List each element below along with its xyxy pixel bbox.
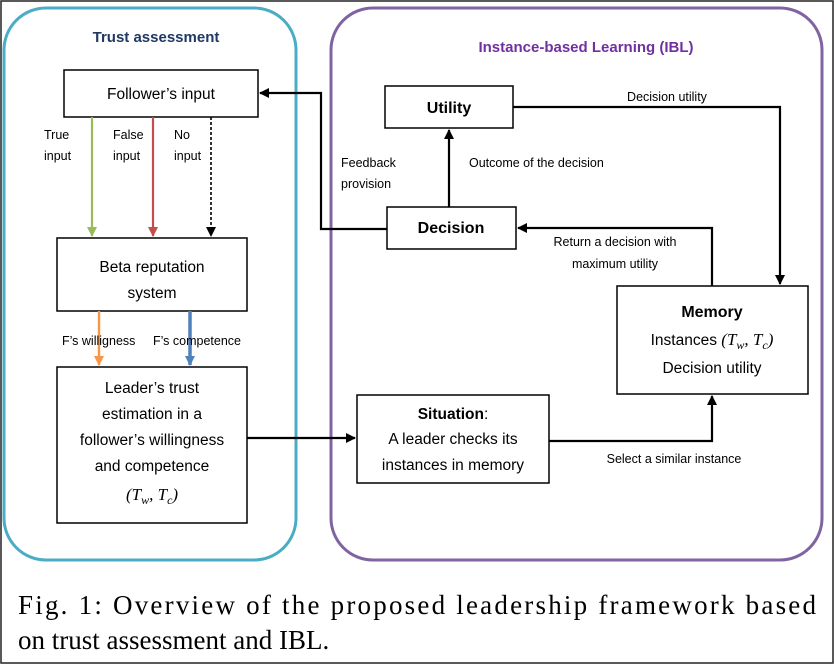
- trust-panel: [2, 6, 298, 562]
- decision-label: Decision: [418, 220, 485, 237]
- situation-box: [356, 394, 550, 484]
- memory-decision-utility: Decision utility: [662, 360, 761, 377]
- leader-trust-line-4: and competence: [95, 458, 210, 475]
- situation-line-2: instances in memory: [382, 457, 524, 474]
- decision-box: [386, 206, 517, 250]
- ibl-panel: [329, 6, 824, 562]
- leader-trust-line-3: follower’s willingness: [80, 432, 224, 449]
- competence-label: F’s competence: [153, 334, 241, 348]
- memory-instances: Instances (Tw, Tc): [651, 330, 774, 352]
- figure-caption-line-2: on trust assessment and IBL.: [18, 625, 329, 655]
- trust-panel-title: Trust assessment: [93, 29, 220, 46]
- leader-trust-line-1: Leader’s trust: [105, 380, 200, 397]
- decision-utility-arrow: [513, 105, 785, 285]
- select-instance-label: Select a similar instance: [607, 452, 742, 466]
- decision-utility-label: Decision utility: [627, 90, 708, 104]
- ibl-panel-title: Instance-based Learning (IBL): [478, 39, 693, 56]
- true-input-label-2: input: [44, 149, 72, 163]
- memory-box: [616, 285, 809, 395]
- no-input-label: No: [174, 128, 190, 142]
- willingness-label: F’s willigness: [62, 334, 135, 348]
- memory-title: Memory: [681, 304, 742, 321]
- return-label-2: maximum utility: [572, 257, 659, 271]
- leader-trust-box: [56, 366, 248, 524]
- leader-trust-math: (Tw, Tc): [126, 485, 178, 507]
- select-instance-arrow: [549, 395, 717, 443]
- beta-reputation-label: Beta reputation: [99, 259, 204, 276]
- return-decision-arrow: [517, 223, 714, 286]
- beta-reputation-label-2: system: [127, 285, 176, 302]
- feedback-label-2: provision: [341, 177, 391, 191]
- false-input-label-2: input: [113, 149, 141, 163]
- situation-title: Situation:: [418, 406, 489, 423]
- beta-reputation-box: [56, 237, 248, 312]
- feedback-label-1: Feedback: [341, 156, 397, 170]
- feedback-arrow: [259, 88, 387, 231]
- utility-box: [384, 85, 514, 129]
- situation-line-1: A leader checks its: [388, 431, 517, 448]
- true-input-label: True: [44, 128, 69, 142]
- false-input-label: False: [113, 128, 144, 142]
- followers-input-box: [63, 69, 259, 118]
- no-input-label-2: input: [174, 149, 202, 163]
- return-label-1: Return a decision with: [554, 235, 677, 249]
- figure-caption-line-1: Fig. 1: Overview of the proposed leaders…: [18, 590, 817, 620]
- leader-trust-line-2: estimation in a: [102, 406, 202, 423]
- outcome-label: Outcome of the decision: [469, 156, 604, 170]
- utility-label: Utility: [427, 100, 472, 117]
- followers-input-label: Follower’s input: [107, 86, 216, 103]
